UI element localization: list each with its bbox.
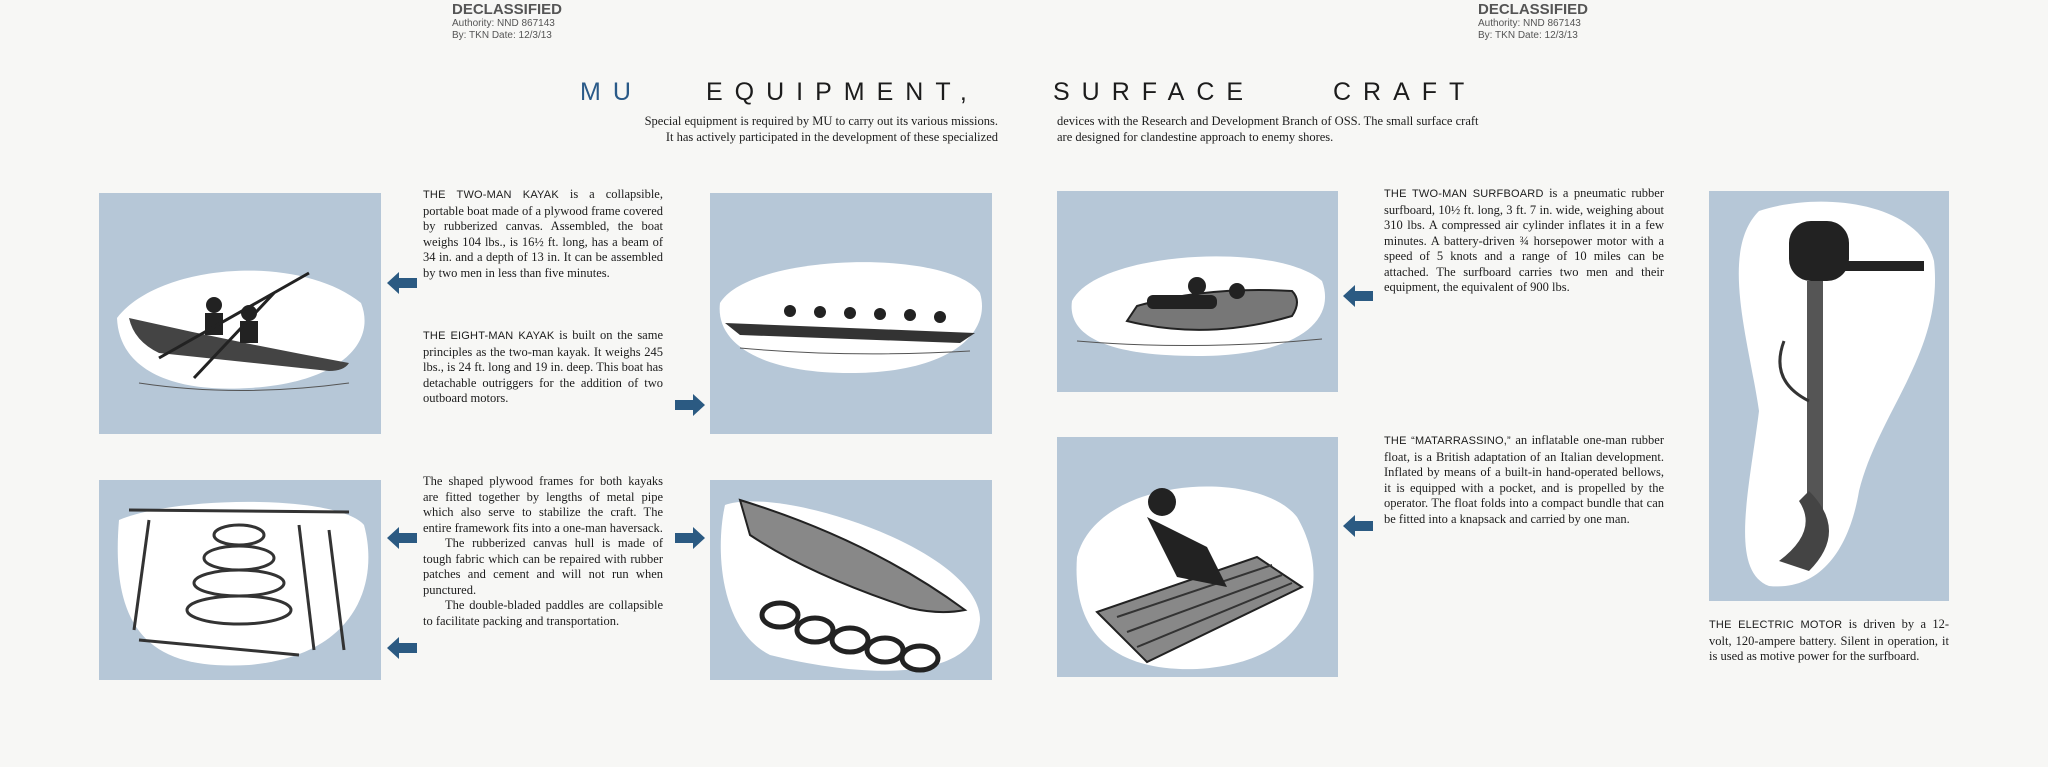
eight-man-kayak-description: THE EIGHT-MAN KAYAK is built on the same…: [423, 328, 663, 407]
arrow-left-icon: [387, 637, 417, 659]
stamp-heading: DECLASSIFIED: [452, 1, 563, 18]
declassified-stamp-right: DECLASSIFIED Authority: NND 867143 By: T…: [1478, 1, 1588, 41]
arrow-left-icon: [387, 272, 417, 294]
two-man-surfboard-illustration: [1057, 191, 1338, 392]
title-craft: CRAFT: [1333, 78, 1477, 106]
arrow-left-icon: [1343, 285, 1373, 307]
paddles-paragraph: The double-bladed paddles are collapsibl…: [423, 598, 663, 628]
kayak-hull-illustration: [710, 480, 992, 680]
stamp-authority: Authority: NND 867143: [452, 18, 555, 30]
two-man-kayak-text: is a collapsible, portable boat made of …: [423, 187, 663, 280]
eight-man-kayak-text: is built on the same principles as the t…: [423, 328, 663, 405]
intro-left: Special equipment is required by MU to c…: [568, 113, 998, 145]
stamp-authority: Authority: NND 867143: [1478, 18, 1581, 30]
matarrassino-description: THE “MATARRASSINO,” an inflatable one-ma…: [1384, 433, 1664, 527]
intro-line-2: It has actively participated in the deve…: [665, 130, 998, 144]
title-surface: SURFACE: [1053, 78, 1256, 106]
stamp-date: By: TKN Date: 12/3/13: [1478, 29, 1578, 41]
matarrassino-illustration: [1057, 437, 1338, 677]
eight-man-kayak-illustration: [710, 193, 992, 434]
intro-line-1: Special equipment is required by MU to c…: [644, 114, 998, 128]
stamp-heading: DECLASSIFIED: [1478, 1, 1589, 18]
arrow-right-icon: [675, 527, 705, 549]
kayak-frames-illustration: [99, 480, 381, 680]
two-man-kayak-illustration: [99, 193, 381, 434]
electric-motor-heading: THE ELECTRIC MOTOR: [1709, 619, 1843, 631]
stamp-date: By: TKN Date: 12/3/13: [452, 29, 552, 41]
intro-right: devices with the Research and Developmen…: [1057, 114, 1479, 144]
declassified-stamp-left: DECLASSIFIED Authority: NND 867143 By: T…: [452, 1, 562, 41]
title-equipment: EQUIPMENT,: [706, 78, 979, 106]
surfboard-text: is a pneumatic rubber surfboard, 10½ ft.…: [1384, 186, 1664, 294]
matarrassino-heading: THE “MATARRASSINO,”: [1384, 435, 1511, 447]
kayak-frames-description: The shaped plywood frames for both kayak…: [423, 474, 663, 629]
arrow-right-icon: [675, 394, 705, 416]
arrow-left-icon: [387, 527, 417, 549]
arrow-left-icon: [1343, 515, 1373, 537]
surfboard-heading: THE TWO-MAN SURFBOARD: [1384, 188, 1544, 200]
matarrassino-text: an inflatable one-man rubber float, is a…: [1384, 433, 1664, 526]
electric-motor-illustration: [1709, 191, 1949, 601]
two-man-kayak-description: THE TWO-MAN KAYAK is a collapsible, port…: [423, 187, 663, 281]
frames-paragraph: The shaped plywood frames for both kayak…: [423, 474, 663, 535]
hull-paragraph: The rubberized canvas hull is made of to…: [423, 536, 663, 597]
eight-man-kayak-heading: THE EIGHT-MAN KAYAK: [423, 330, 555, 342]
electric-motor-description: THE ELECTRIC MOTOR is driven by a 12-vol…: [1709, 617, 1949, 665]
two-man-kayak-heading: THE TWO-MAN KAYAK: [423, 189, 559, 201]
surfboard-description: THE TWO-MAN SURFBOARD is a pneumatic rub…: [1384, 186, 1664, 296]
electric-motor-text: is driven by a 12-volt, 120-ampere batte…: [1709, 617, 1949, 663]
title-mu: MU: [580, 78, 643, 106]
